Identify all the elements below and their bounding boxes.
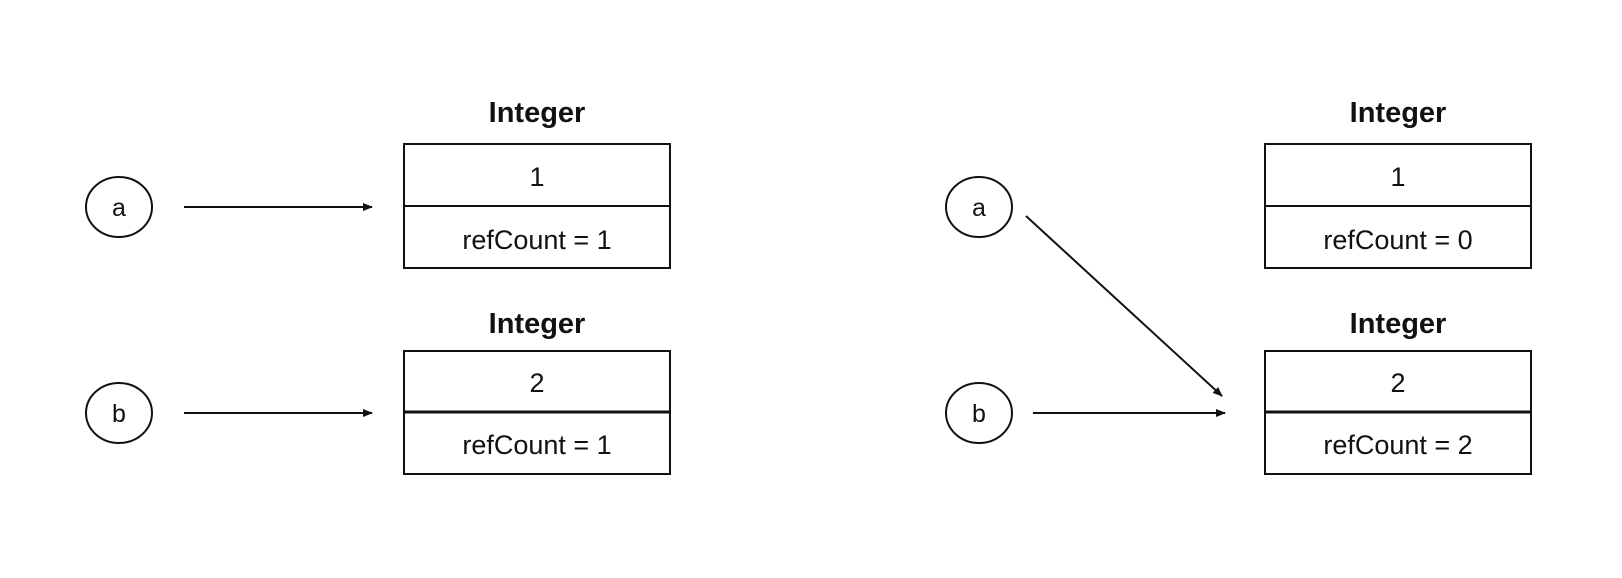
right-integer-object-2: Integer 2 refCount = 2 — [1264, 308, 1532, 475]
variable-node — [945, 382, 1013, 444]
object-value: 2 — [529, 368, 544, 398]
object-type-title: Integer — [1350, 97, 1447, 129]
object-value: 1 — [1390, 162, 1405, 192]
right-variable-a: a — [945, 176, 1013, 238]
left-integer-object-2: Integer 2 refCount = 1 — [403, 308, 671, 475]
object-ref-count: refCount = 1 — [462, 225, 611, 255]
reference-arrow-a-to-integer-2 — [1025, 215, 1223, 397]
object-ref-count: refCount = 2 — [1323, 430, 1472, 460]
variable-label: b — [972, 400, 986, 428]
object-type-title: Integer — [489, 308, 586, 340]
variable-node — [85, 382, 153, 444]
left-variable-b: b — [85, 382, 153, 444]
variable-label: a — [112, 194, 126, 222]
variable-node — [85, 176, 153, 238]
object-type-title: Integer — [1350, 308, 1447, 340]
object-ref-count: refCount = 0 — [1323, 225, 1472, 255]
right-panel: a b Integer 1 refCount = 0 Integer 2 ref… — [945, 97, 1532, 475]
object-type-title: Integer — [489, 97, 586, 129]
right-variable-b: b — [945, 382, 1013, 444]
variable-label: a — [972, 194, 986, 222]
left-integer-object-1: Integer 1 refCount = 1 — [403, 97, 671, 269]
object-ref-count: refCount = 1 — [462, 430, 611, 460]
left-panel: a b Integer 1 refCount = 1 Integer 2 ref… — [85, 97, 671, 475]
variable-label: b — [112, 400, 126, 428]
object-value: 1 — [529, 162, 544, 192]
variable-node — [945, 176, 1013, 238]
left-variable-a: a — [85, 176, 153, 238]
right-integer-object-1: Integer 1 refCount = 0 — [1264, 97, 1532, 269]
object-value: 2 — [1390, 368, 1405, 398]
